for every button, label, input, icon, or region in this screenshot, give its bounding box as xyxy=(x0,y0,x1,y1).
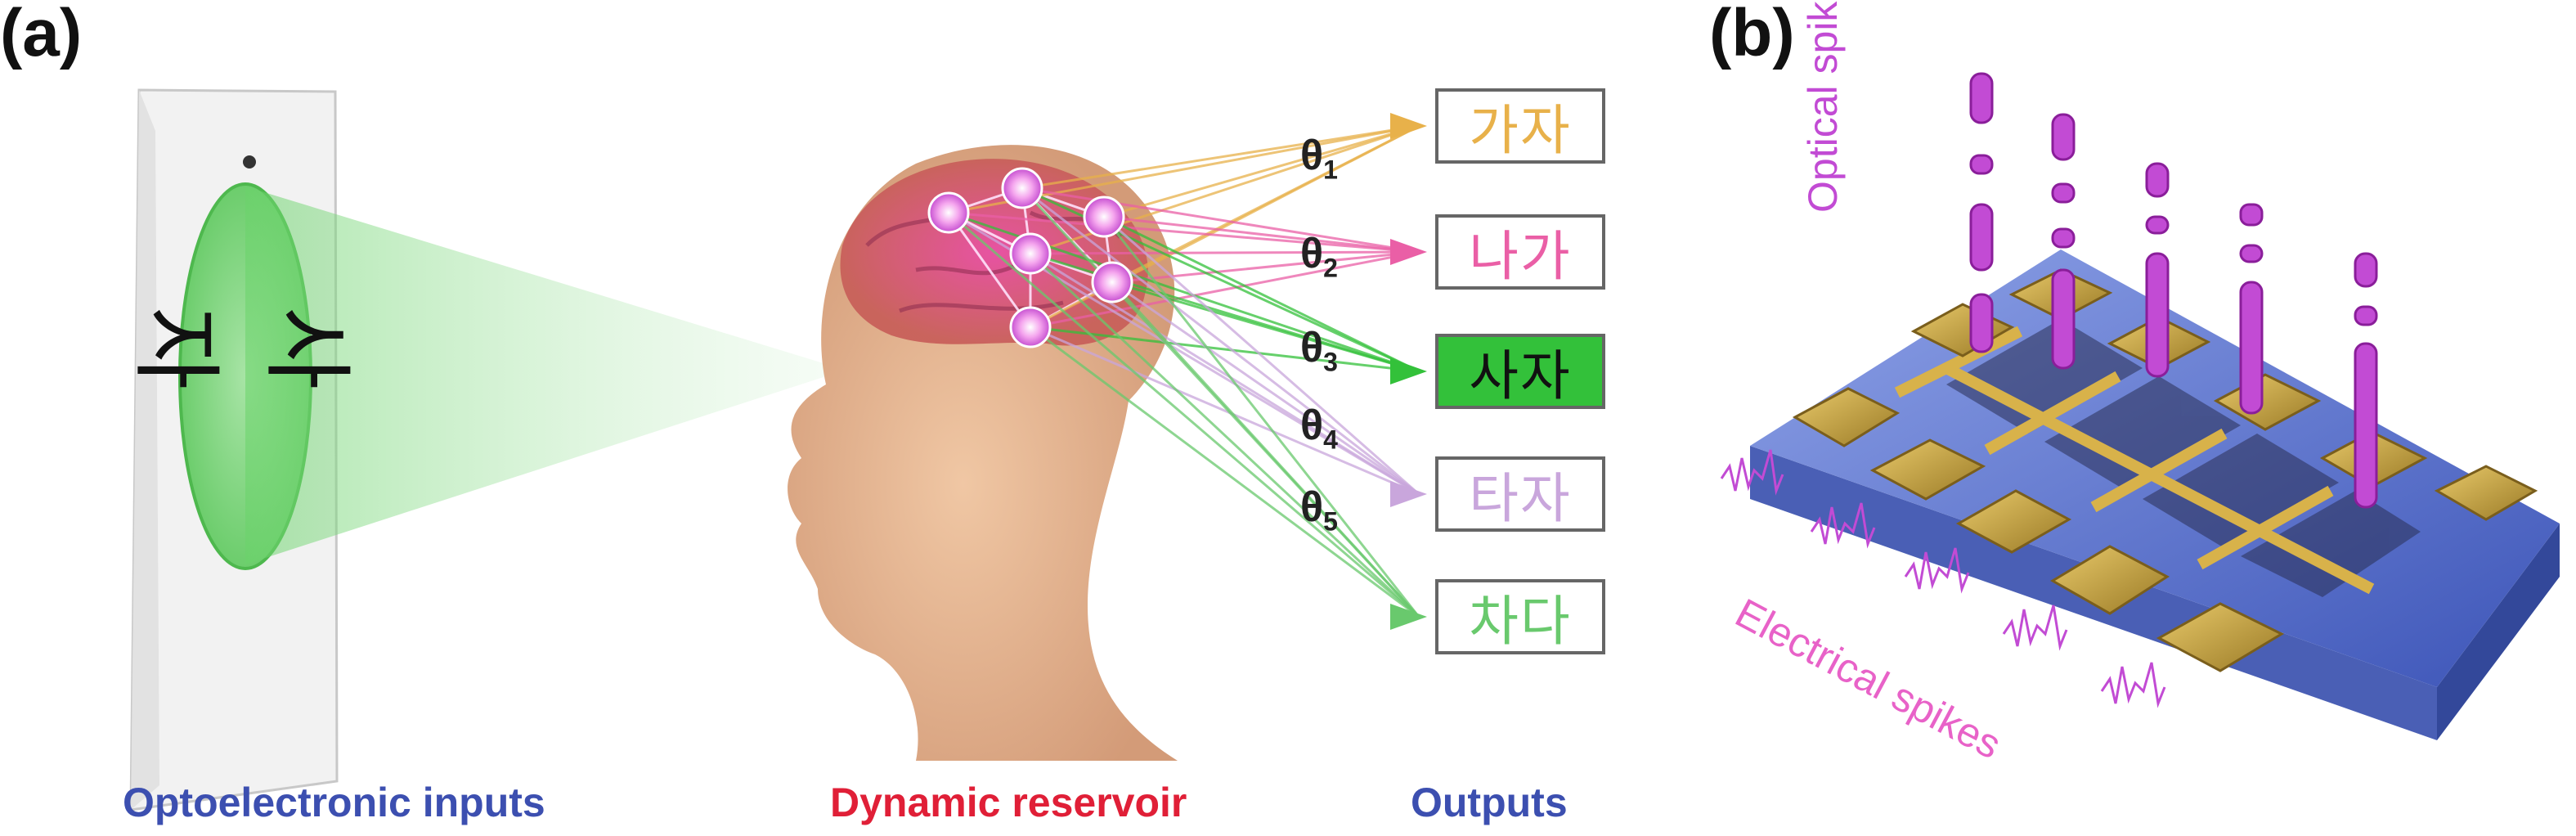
arrowhead xyxy=(1390,481,1427,507)
theta-label-4: θ4 xyxy=(1300,402,1338,455)
optical-spikes-label: Optical spikes xyxy=(1800,0,1846,213)
connection-line xyxy=(1102,216,1420,618)
connection-line xyxy=(948,211,1420,254)
neuron-node xyxy=(927,191,970,234)
connection-line xyxy=(1030,326,1420,496)
theta-label-3: θ3 xyxy=(1300,324,1338,377)
caption-outputs: Outputs xyxy=(1411,780,1568,825)
connection-line xyxy=(1111,281,1420,496)
connection-line xyxy=(1103,124,1420,218)
arrowhead xyxy=(1390,358,1427,384)
electrode-lines xyxy=(1894,326,2375,595)
caption-dynamic-reservoir: Dynamic reservoir xyxy=(830,780,1187,825)
theta-label-2: θ2 xyxy=(1300,230,1338,283)
connection-line xyxy=(1021,124,1420,190)
neuron-node xyxy=(1001,167,1043,209)
optical-spike-columns xyxy=(1969,72,2378,509)
light-beam xyxy=(245,187,826,564)
panel-label-a: (a) xyxy=(0,0,83,70)
arrowhead xyxy=(1390,239,1427,265)
output-box-3-selected: 사자 xyxy=(1435,334,1605,409)
output-box-5: 차다 xyxy=(1435,579,1605,654)
lattice-regions xyxy=(1946,319,2421,597)
pin-icon xyxy=(243,155,256,169)
output-box-text: 나가 xyxy=(1469,225,1572,288)
neuron-node xyxy=(1009,306,1052,348)
connection-line xyxy=(1030,326,1420,618)
connection-line xyxy=(1111,281,1420,618)
connection-line xyxy=(1103,215,1420,373)
electrical-spike-waveforms xyxy=(1720,449,2166,708)
connection-line xyxy=(1103,215,1420,496)
caption-optoelectronic-inputs: Optoelectronic inputs xyxy=(123,780,545,825)
output-box-2: 나가 xyxy=(1435,214,1605,290)
neuron-node xyxy=(1083,196,1125,238)
output-box-text: 타자 xyxy=(1469,467,1572,530)
arrowhead xyxy=(1390,604,1427,630)
connection-lines xyxy=(948,113,1427,630)
connection-line xyxy=(1021,187,1420,496)
connection-line xyxy=(1103,215,1420,254)
connection-line xyxy=(948,211,1420,618)
neuron-nodes xyxy=(927,167,1133,348)
connection-line xyxy=(1030,250,1420,255)
output-box-1: 가자 xyxy=(1435,88,1605,164)
output-box-4: 타자 xyxy=(1435,456,1605,532)
connection-line xyxy=(1021,187,1420,254)
output-box-text: 차다 xyxy=(1469,590,1572,653)
connection-line xyxy=(1111,250,1420,284)
output-box-text: 가자 xyxy=(1469,99,1572,162)
theta-label-5: θ5 xyxy=(1300,483,1338,537)
connection-line xyxy=(1030,326,1420,373)
chip-side-right xyxy=(2437,524,2560,740)
neuron-node xyxy=(1091,261,1133,303)
connection-line xyxy=(1029,252,1420,618)
output-box-text: 사자 xyxy=(1469,344,1572,407)
theta-label-1: θ1 xyxy=(1300,132,1338,185)
input-character-text: 사자 xyxy=(123,307,359,390)
panel-label-b: (b) xyxy=(1709,0,1795,70)
neuron-node xyxy=(1009,232,1052,275)
arrowhead xyxy=(1390,113,1427,139)
